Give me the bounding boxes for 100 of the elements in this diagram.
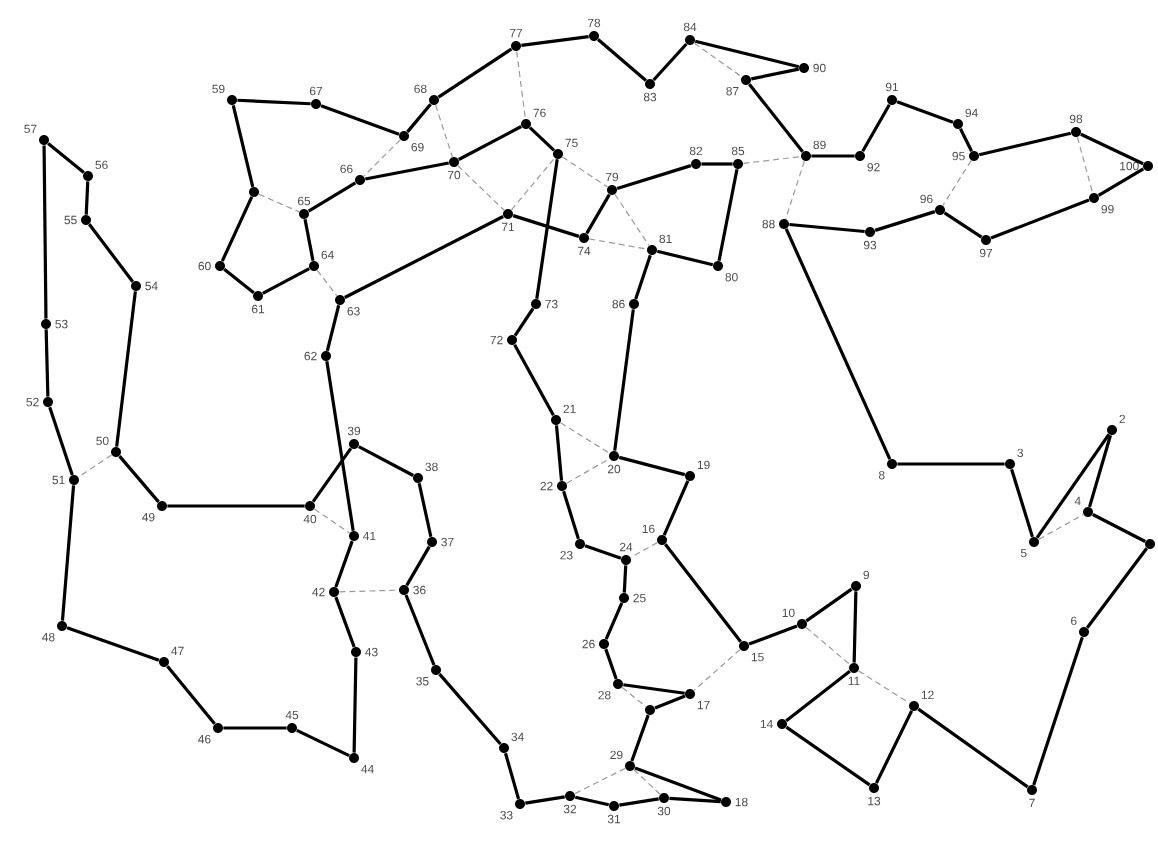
dashed-edge bbox=[614, 193, 650, 247]
tour-edge bbox=[325, 304, 341, 352]
tour-edge bbox=[262, 267, 310, 295]
tour-edge bbox=[1010, 468, 1034, 538]
tour-edge bbox=[84, 181, 90, 215]
tour-edge bbox=[634, 766, 722, 802]
tour-edge bbox=[220, 196, 254, 262]
tour-edge bbox=[785, 725, 871, 787]
tour-edge bbox=[852, 591, 858, 663]
tour-edge bbox=[784, 228, 892, 460]
dashed-edge bbox=[693, 649, 741, 691]
dashed-edge bbox=[313, 508, 351, 534]
tour-edge bbox=[664, 543, 742, 643]
tour-edge bbox=[42, 145, 48, 319]
tour-edge bbox=[1088, 434, 1113, 508]
dashed-edge bbox=[805, 626, 851, 666]
tour-edge bbox=[662, 480, 690, 536]
dashed-edge bbox=[435, 104, 453, 158]
dashed-edge bbox=[560, 422, 610, 454]
tour-edge bbox=[525, 795, 565, 805]
tour-edge bbox=[630, 714, 650, 762]
tour-edge bbox=[978, 131, 1072, 157]
tour-edge bbox=[417, 482, 433, 538]
dashed-edge bbox=[77, 454, 113, 478]
dashed-edge bbox=[566, 458, 610, 484]
tour-edge bbox=[118, 455, 160, 503]
tour-edge bbox=[521, 35, 589, 47]
tour-edge bbox=[750, 67, 800, 81]
tour-edge bbox=[303, 219, 315, 261]
tour-edge bbox=[897, 462, 1005, 466]
tour-edge bbox=[622, 565, 628, 593]
tour-edge bbox=[223, 268, 255, 294]
dashed-edge bbox=[561, 156, 609, 188]
tour-edge bbox=[404, 594, 436, 666]
tour-edge bbox=[44, 329, 50, 397]
tour-edge bbox=[717, 169, 739, 261]
tour-edge bbox=[528, 126, 556, 152]
tour-edge bbox=[694, 39, 800, 69]
tour-edge bbox=[574, 795, 610, 807]
dashed-edge bbox=[363, 139, 401, 177]
tour-edge bbox=[1035, 433, 1111, 539]
tour-edge bbox=[604, 602, 624, 640]
tour-edge bbox=[874, 210, 936, 232]
tour-edge bbox=[669, 796, 721, 804]
tour-edge bbox=[1097, 167, 1145, 197]
tour-edge bbox=[307, 181, 357, 213]
tour-edge bbox=[115, 291, 137, 447]
dashed-edge bbox=[1076, 136, 1094, 194]
tour-edge bbox=[535, 159, 559, 299]
dashed-edge bbox=[457, 165, 505, 211]
dashed-edge bbox=[316, 269, 338, 297]
tour-edge bbox=[861, 103, 891, 153]
tour-edge bbox=[805, 587, 853, 623]
tour-edge bbox=[811, 154, 855, 158]
dashed-edge bbox=[574, 767, 626, 795]
tour-edge bbox=[406, 103, 432, 133]
tour-edge bbox=[437, 47, 513, 99]
tour-edge bbox=[584, 544, 622, 560]
tour-edge bbox=[619, 797, 659, 807]
tour-edge bbox=[597, 38, 647, 82]
dashed-edge bbox=[258, 193, 300, 213]
tour-edge bbox=[405, 545, 431, 587]
dashed-edge bbox=[621, 686, 647, 708]
tour-edge bbox=[344, 215, 504, 299]
tour-edge bbox=[585, 193, 611, 235]
tour-edge bbox=[613, 309, 635, 451]
tour-edge bbox=[618, 455, 686, 477]
tour-edge bbox=[943, 211, 983, 239]
tour-edge bbox=[789, 222, 865, 234]
tour-edge bbox=[874, 710, 914, 784]
tour-edge bbox=[325, 361, 355, 531]
dashed-edge bbox=[510, 157, 556, 211]
tour-edge bbox=[311, 447, 353, 503]
tour-edge bbox=[896, 100, 954, 124]
dashed-edge bbox=[742, 156, 802, 164]
tour-edge bbox=[917, 707, 1029, 789]
tour-edge bbox=[554, 425, 564, 481]
dashed-edge bbox=[633, 769, 661, 795]
tour-edge bbox=[223, 726, 287, 730]
dashed-edge bbox=[1038, 514, 1084, 540]
tour-edge bbox=[438, 673, 502, 745]
tour-edge bbox=[785, 670, 851, 722]
tour-edge bbox=[654, 694, 686, 710]
tour-edge bbox=[48, 406, 74, 476]
tour-edge bbox=[231, 104, 255, 188]
tour-edge bbox=[1032, 636, 1084, 786]
dashed-edge bbox=[785, 160, 805, 220]
tour-edge bbox=[167, 504, 305, 508]
dashed-edge bbox=[630, 542, 658, 558]
city-point bbox=[645, 705, 655, 715]
dashed-edge bbox=[942, 160, 972, 207]
tour-edge bbox=[352, 657, 358, 753]
tour-edge bbox=[60, 485, 76, 621]
tour-edge bbox=[334, 596, 356, 648]
tour-edge bbox=[604, 648, 618, 680]
dashed-edge bbox=[693, 42, 743, 78]
tour-edge bbox=[959, 128, 974, 152]
tour-edge bbox=[1092, 513, 1146, 543]
tour-edge bbox=[990, 198, 1090, 240]
city-point bbox=[1145, 539, 1155, 549]
